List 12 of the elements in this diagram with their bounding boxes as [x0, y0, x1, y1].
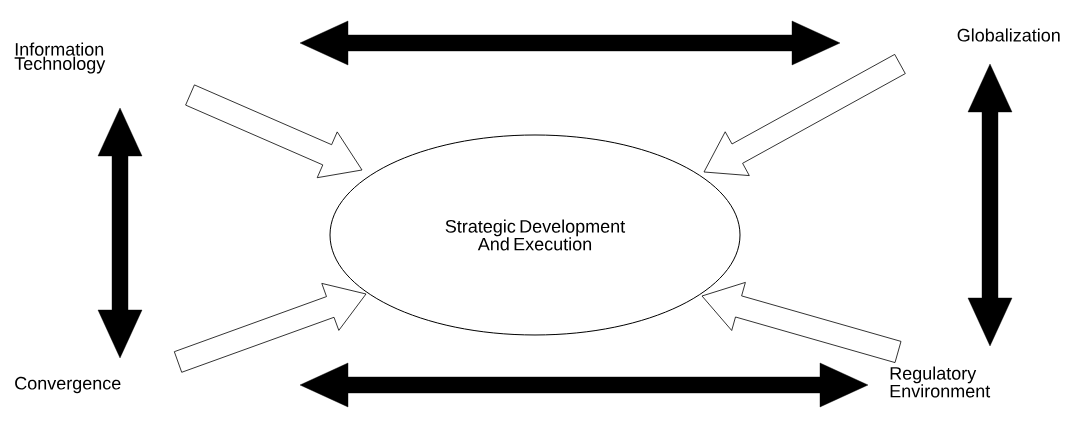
block-arrow — [701, 282, 902, 363]
block-arrow — [703, 54, 906, 176]
double-arrow — [97, 107, 143, 359]
double-arrow — [299, 362, 869, 408]
label-text: Information Technology — [14, 42, 106, 74]
double-arrow — [967, 63, 1013, 347]
double-arrow — [299, 20, 841, 66]
label-text: Regulatory Environment — [890, 366, 991, 398]
label-text: Globalization — [957, 28, 1060, 42]
block-arrow — [185, 84, 363, 179]
block-arrow — [173, 283, 367, 373]
label-text: Convergence — [15, 376, 121, 394]
